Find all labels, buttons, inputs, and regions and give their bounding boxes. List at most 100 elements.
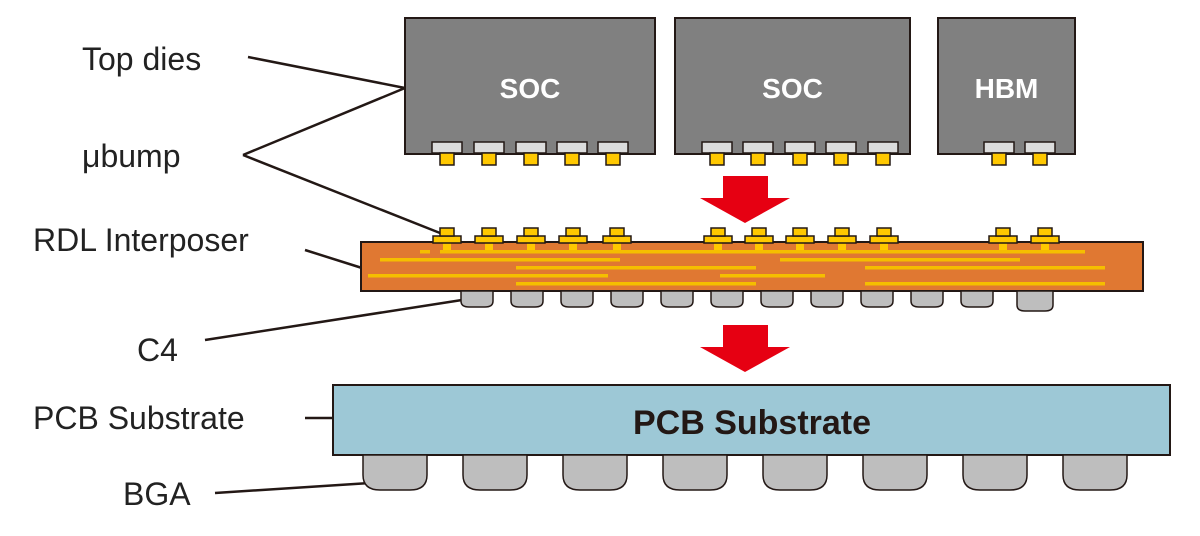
label-c4: C4 — [137, 332, 178, 368]
bga-ball — [762, 454, 828, 491]
c4-bump — [1016, 290, 1054, 312]
ubump — [995, 227, 1011, 237]
ubump-base — [602, 235, 632, 244]
arrow-down-icon — [700, 325, 790, 372]
ubump — [792, 227, 808, 237]
leader-top-dies — [247, 55, 406, 90]
ubump-base — [827, 235, 857, 244]
ubump — [833, 152, 849, 166]
die-pad — [431, 141, 463, 154]
ubump — [991, 152, 1007, 166]
rdl-traces — [368, 250, 1105, 286]
bga-ball — [662, 454, 728, 491]
ubump — [523, 227, 539, 237]
trace — [516, 282, 756, 286]
ubump-base — [516, 235, 546, 244]
pcb-substrate-text: PCB Substrate — [633, 404, 871, 442]
ubump — [834, 227, 850, 237]
trace — [516, 266, 756, 270]
die-pad — [983, 141, 1015, 154]
ubump — [792, 152, 808, 166]
ubump — [1037, 227, 1053, 237]
die-3 — [937, 17, 1076, 155]
bga-ball — [362, 454, 428, 491]
die-pad — [515, 141, 547, 154]
ubump — [565, 227, 581, 237]
bga-ball — [862, 454, 928, 491]
c4-bump — [810, 290, 844, 308]
ubump — [523, 152, 539, 166]
label-bga: BGA — [123, 476, 191, 512]
leader-rdl — [304, 248, 363, 270]
trace — [368, 274, 608, 278]
leader-bga — [214, 481, 371, 495]
ubump-base — [869, 235, 899, 244]
bga-ball — [562, 454, 628, 491]
ubump-base — [703, 235, 733, 244]
label-rdl-interposer: RDL Interposer — [33, 222, 249, 258]
ubump-base — [744, 235, 774, 244]
ubump — [750, 152, 766, 166]
ubump — [710, 227, 726, 237]
c4-bump — [910, 290, 944, 308]
c4-bump — [510, 290, 544, 308]
leader-lines — [204, 55, 463, 495]
ubump-base — [988, 235, 1018, 244]
leader-c4 — [204, 298, 463, 342]
ubump — [751, 227, 767, 237]
ubump-base — [432, 235, 462, 244]
die-pad — [597, 141, 629, 154]
c4-bump — [860, 290, 894, 308]
die-pad — [825, 141, 857, 154]
ubump-base — [1030, 235, 1060, 244]
die-pad — [784, 141, 816, 154]
arrow-down-icon — [700, 176, 790, 223]
die-pad — [867, 141, 899, 154]
die-pad — [473, 141, 505, 154]
c4-bump — [960, 290, 994, 308]
trace — [865, 282, 1105, 286]
die-label: HBM — [975, 73, 1039, 104]
die-2 — [674, 17, 911, 155]
ubump — [875, 152, 891, 166]
leader-ubump-die — [242, 86, 406, 157]
trace — [440, 250, 760, 254]
die-pad — [701, 141, 733, 154]
trace — [705, 250, 1085, 254]
bga-ball — [462, 454, 528, 491]
die-label: SOC — [500, 73, 561, 104]
c4-bump — [660, 290, 694, 308]
label-top-dies: Top dies — [82, 41, 201, 77]
trace — [720, 274, 825, 278]
ubump-base — [474, 235, 504, 244]
ubump — [439, 152, 455, 166]
ubump — [1032, 152, 1048, 166]
c4-bump — [560, 290, 594, 308]
label-ubump: μbump — [82, 138, 180, 174]
die-pad — [1024, 141, 1056, 154]
trace — [380, 258, 620, 262]
pcb-substrate — [332, 384, 1171, 456]
trace — [865, 266, 1105, 270]
ubump — [439, 227, 455, 237]
die-pad — [556, 141, 588, 154]
label-pcb-substrate: PCB Substrate — [33, 400, 245, 436]
c4-bump — [710, 290, 744, 308]
ubump — [605, 152, 621, 166]
trace — [420, 250, 430, 254]
ubump-base — [558, 235, 588, 244]
ubump — [876, 227, 892, 237]
ubump — [709, 152, 725, 166]
ubump — [609, 227, 625, 237]
trace — [780, 258, 1020, 262]
c4-bump — [760, 290, 794, 308]
c4-bump — [460, 290, 494, 308]
bga-ball — [962, 454, 1028, 491]
ubump — [481, 152, 497, 166]
ubump-base — [785, 235, 815, 244]
leader-ubump-interposer — [242, 153, 441, 235]
die-pad — [742, 141, 774, 154]
ubump — [481, 227, 497, 237]
die-label: SOC — [762, 73, 823, 104]
